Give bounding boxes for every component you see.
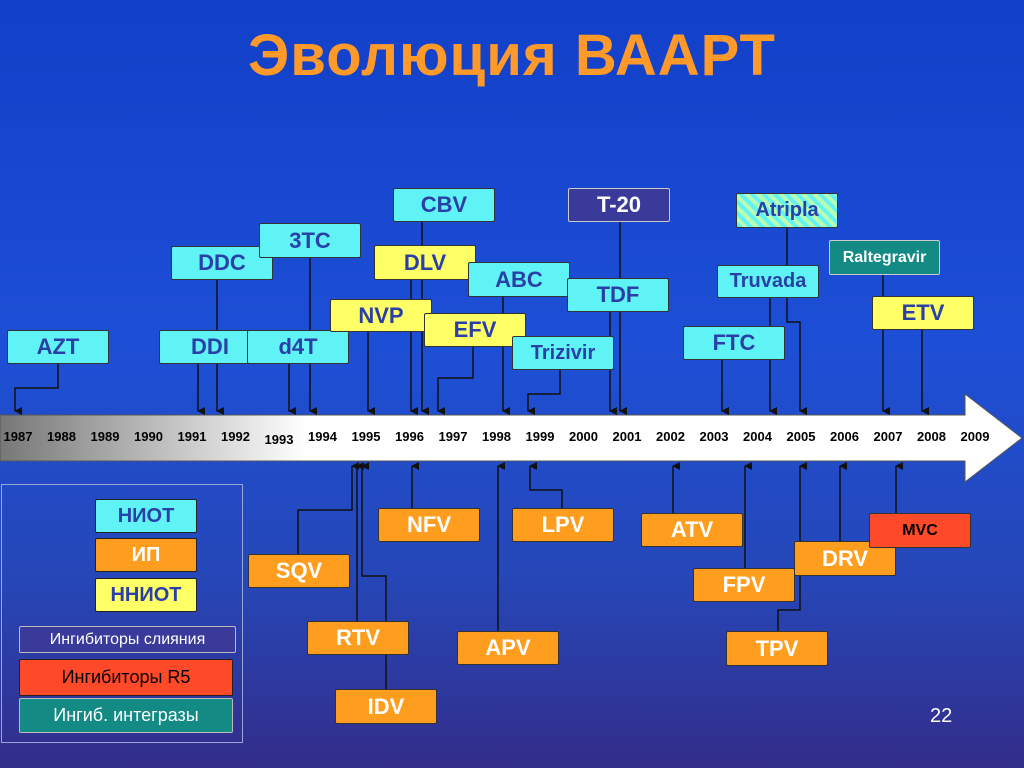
page-title: Эволюция ВААРТ	[248, 23, 776, 88]
year-label-1992: 1992	[221, 429, 250, 444]
legend-pi: ИП	[95, 538, 197, 572]
year-label-1998: 1998	[482, 429, 511, 444]
drug-box-ddi: DDI	[159, 330, 261, 364]
year-label-1999: 1999	[526, 429, 555, 444]
drug-box-ddc: DDC	[171, 246, 273, 280]
drug-box-tdf: TDF	[567, 278, 669, 312]
drug-box-atv: ATV	[641, 513, 743, 547]
year-label-1993: 1993	[265, 432, 294, 447]
drug-box-apv: APV	[457, 631, 559, 665]
legend-panel: НИОТ ИП ННИОТ Ингибиторы слияния Ингибит…	[1, 484, 243, 743]
drug-box-truvada: Truvada	[717, 265, 819, 298]
drug-box-rtv: RTV	[307, 621, 409, 655]
timeline-arrow	[0, 392, 1023, 484]
year-label-1994: 1994	[308, 429, 338, 444]
drug-box-mvc: MVC	[869, 513, 971, 548]
legend-nnrti: ННИОТ	[95, 578, 197, 612]
year-label-2002: 2002	[656, 429, 685, 444]
year-label-2008: 2008	[917, 429, 946, 444]
year-label-2004: 2004	[743, 429, 773, 444]
drug-box-d4t: d4T	[247, 330, 349, 364]
drug-box-azt: AZT	[7, 330, 109, 364]
drug-box-dlv: DLV	[374, 245, 476, 280]
year-label-2001: 2001	[613, 429, 642, 444]
legend-r5-inhibitors: Ингибиторы R5	[19, 659, 233, 696]
year-label-2007: 2007	[874, 429, 903, 444]
year-label-1996: 1996	[395, 429, 424, 444]
year-label-2005: 2005	[787, 429, 816, 444]
year-label-1987: 1987	[4, 429, 33, 444]
drug-box-atripla: Atripla	[736, 193, 838, 228]
drug-box-abc: ABC	[468, 262, 570, 297]
drug-box-raltegravir: Raltegravir	[829, 240, 940, 275]
year-labels: 1987 1988 1989 1990 1991 1992 1993 1994 1995 1996…	[4, 429, 990, 447]
drug-box-fpv: FPV	[693, 568, 795, 602]
year-label-1991: 1991	[178, 429, 207, 444]
year-label-1995: 1995	[352, 429, 381, 444]
drug-box-ftc: FTC	[683, 326, 785, 360]
year-label-1990: 1990	[134, 429, 163, 444]
drug-box-nvp: NVP	[330, 299, 432, 332]
year-label-2000: 2000	[569, 429, 598, 444]
drug-box-sqv: SQV	[248, 554, 350, 588]
legend-nrti: НИОТ	[95, 499, 197, 533]
drug-box-cbv: CBV	[393, 188, 495, 222]
legend-integrase-inhibitors: Ингиб. интегразы	[19, 698, 233, 733]
drug-box-nfv: NFV	[378, 508, 480, 542]
legend-fusion-inhibitors: Ингибиторы слияния	[19, 626, 236, 653]
drug-box-3tc: 3TC	[259, 223, 361, 258]
page-number: 22	[930, 705, 953, 727]
year-label-2009: 2009	[961, 429, 990, 444]
drug-box-tpv: TPV	[726, 631, 828, 666]
drug-box-idv: IDV	[335, 689, 437, 724]
drug-box-etv: ETV	[872, 296, 974, 330]
year-label-1988: 1988	[47, 429, 76, 444]
drug-box-trizivir: Trizivir	[512, 336, 614, 370]
drug-box-t20: T-20	[568, 188, 670, 222]
drug-box-lpv: LPV	[512, 508, 614, 542]
drug-box-efv: EFV	[424, 313, 526, 347]
year-label-2003: 2003	[700, 429, 729, 444]
year-label-1997: 1997	[439, 429, 468, 444]
year-label-1989: 1989	[91, 429, 120, 444]
year-label-2006: 2006	[830, 429, 859, 444]
